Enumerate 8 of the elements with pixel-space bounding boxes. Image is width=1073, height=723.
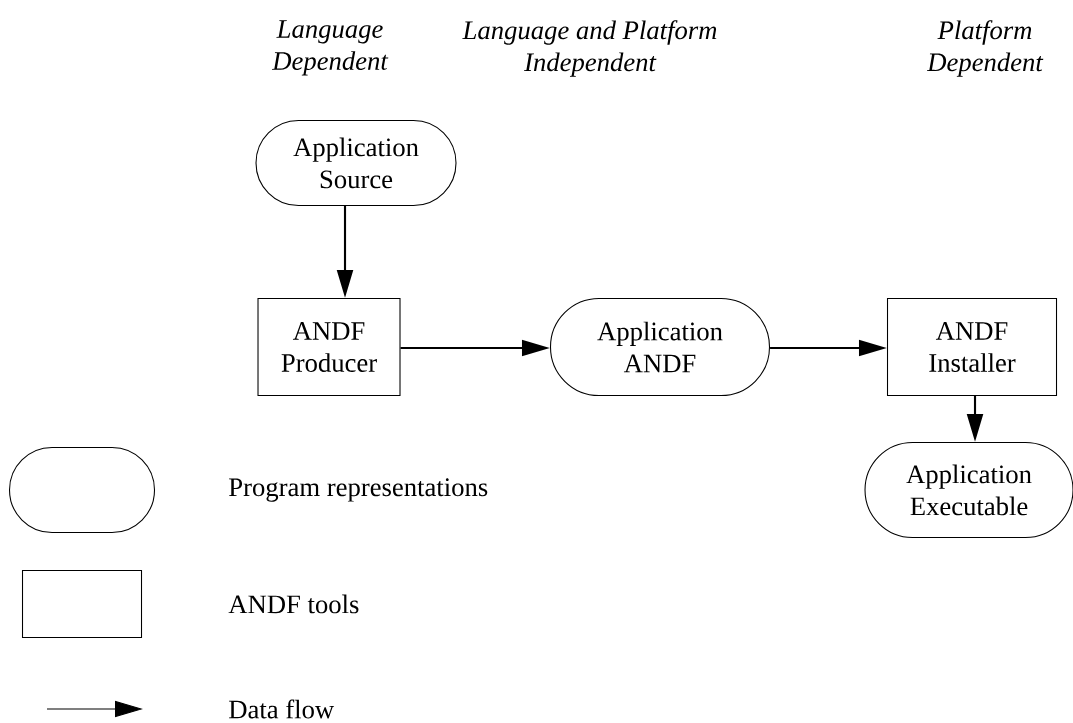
column-heading: Language Dependent: [271, 20, 389, 76]
legend-text: ANDF tools: [228, 594, 359, 614]
column-heading: Platform Dependent: [926, 20, 1044, 77]
tool-box: ANDF Producer: [257, 297, 401, 397]
legend-text: Data flow: [229, 699, 335, 719]
legend-text: Program representations: [229, 478, 488, 502]
tool-box: ANDF Installer: [886, 297, 1058, 397]
column-heading: Language and Platform Independent: [462, 20, 717, 77]
